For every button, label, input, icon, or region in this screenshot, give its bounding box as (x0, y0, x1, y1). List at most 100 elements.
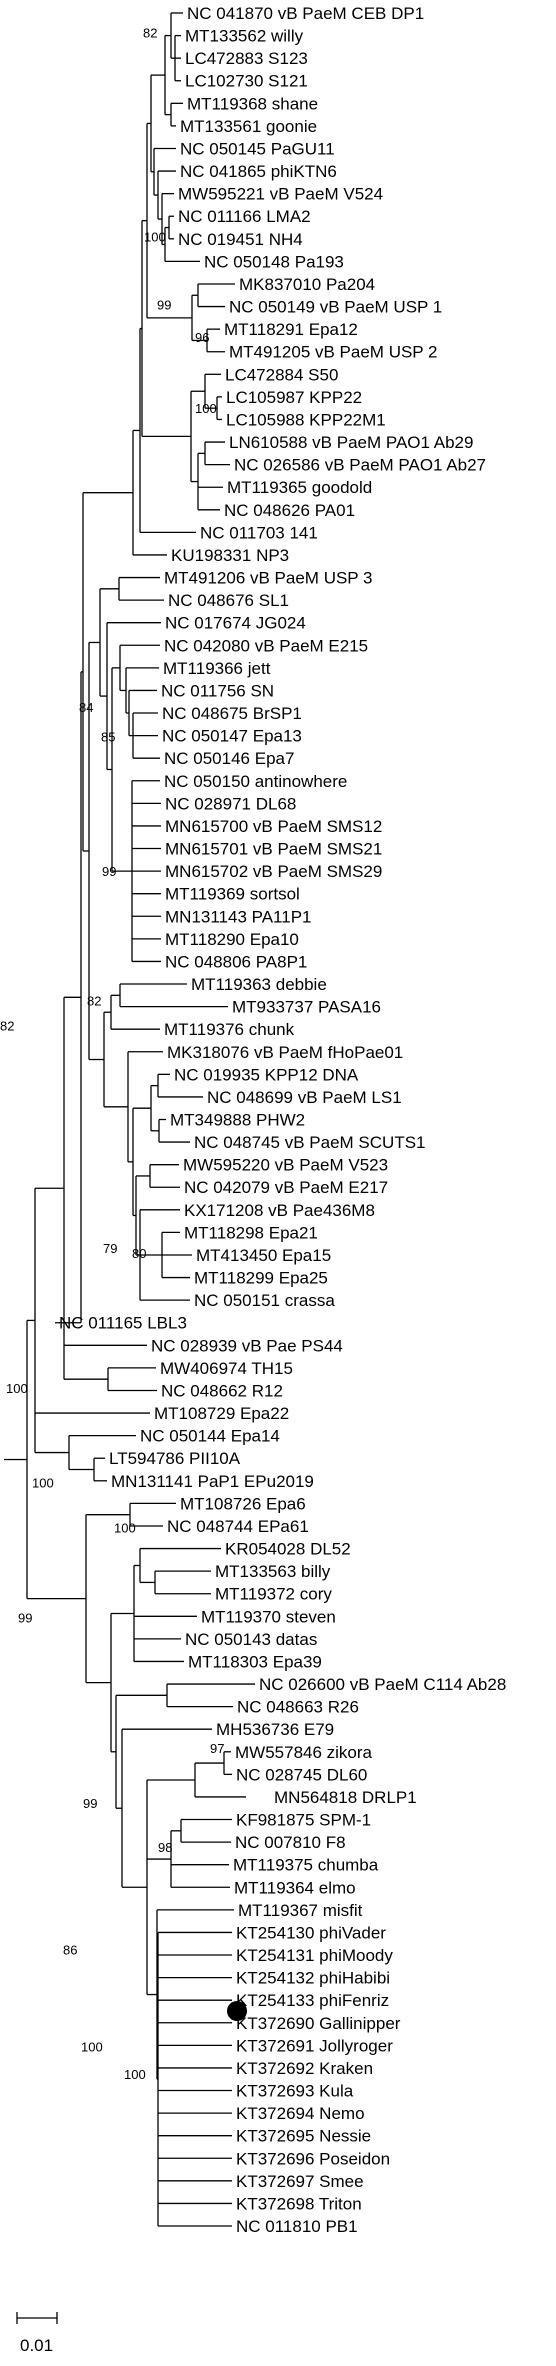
taxon-label: KT372696 Poseidon (236, 2149, 390, 2168)
taxon-label: MT491206 vB PaeM USP 3 (164, 569, 373, 588)
taxon-label: MT119375 chumba (233, 1856, 379, 1875)
taxon-label: KT372693 Kula (236, 2082, 354, 2101)
taxon-label: KT254131 phiMoody (236, 1946, 393, 1965)
taxon-label: MW406974 TH15 (160, 1359, 293, 1378)
bootstrap-value: 85 (101, 730, 115, 745)
bootstrap-value: 99 (157, 297, 171, 312)
taxon-label: MW557846 zikora (235, 1743, 373, 1762)
taxon-label: NC 042079 vB PaeM E217 (184, 1178, 388, 1197)
taxon-label: MW595220 vB PaeM V523 (183, 1156, 388, 1175)
taxon-label: MT118298 Epa21 (184, 1223, 318, 1242)
taxon-label: NC 048662 R12 (161, 1381, 283, 1400)
taxon-label: NC 041865 phiKTN6 (180, 162, 337, 181)
taxon-label: LC105988 KPP22M1 (226, 410, 386, 429)
taxon-label: NC 017674 JG024 (165, 614, 306, 633)
scale-bar-label: 0.01 (20, 2336, 53, 2355)
taxon-label: NC 042080 vB PaeM E215 (164, 636, 368, 655)
taxon-label: MN131143 PA11P1 (165, 907, 311, 926)
taxon-label: MT133562 willy (185, 27, 304, 46)
taxon-label: NC 011810 PB1 (236, 2217, 358, 2236)
taxon-label: MT119366 jett (163, 659, 271, 678)
taxon-label: MT119370 steven (201, 1607, 336, 1626)
taxon-label: MT118290 Epa10 (165, 930, 299, 949)
taxon-label: MW595221 vB PaeM V524 (178, 185, 383, 204)
bootstrap-value: 82 (87, 993, 101, 1008)
taxon-label: NC 011165 LBL3 (59, 1314, 187, 1333)
taxon-label: MT119369 sortsol (165, 885, 300, 904)
bootstrap-value: 99 (102, 864, 116, 879)
taxon-label: MT118291 Epa12 (224, 320, 358, 339)
taxon-label: MT119367 misfit (238, 1901, 363, 1920)
taxon-label: LN610588 vB PaeM PAO1 Ab29 (229, 433, 473, 452)
taxon-label: MT118303 Epa39 (188, 1652, 322, 1671)
taxon-label: NC 050146 Epa7 (164, 749, 294, 768)
taxon-label: MT119372 cory (215, 1585, 332, 1604)
highlight-marker-icon (227, 2001, 247, 2021)
taxon-label: KX171208 vB Pae436M8 (184, 1201, 375, 1220)
bootstrap-value: 100 (195, 401, 217, 416)
taxon-label: MT119368 shane (187, 94, 318, 113)
taxon-label: NC 048699 vB PaeM LS1 (207, 1088, 402, 1107)
taxon-label: NC 011756 SN (161, 681, 274, 700)
taxon-label: KT372690 Gallinipper (236, 2014, 401, 2033)
bootstrap-value: 98 (158, 1840, 172, 1855)
taxon-label: MK837010 Pa204 (239, 275, 375, 294)
taxon-label: KT372697 Smee (236, 2172, 364, 2191)
bootstrap-value: 80 (132, 1246, 146, 1261)
taxon-label: MN131141 PaP1 EPu2019 (111, 1472, 314, 1491)
bootstrap-labels: 8210096991008485998280798210010010099991… (0, 26, 224, 2083)
tree-branches (4, 12, 255, 2227)
bootstrap-value: 100 (114, 1521, 136, 1536)
bootstrap-value: 99 (83, 1796, 97, 1811)
taxon-label: NC 028971 DL68 (165, 794, 296, 813)
taxon-label: NC 019935 KPP12 DNA (174, 1065, 359, 1084)
taxon-label: NC 050150 antinowhere (164, 772, 347, 791)
taxon-label: NC 050149 vB PaeM USP 1 (229, 298, 442, 317)
taxon-label: MT119364 elmo (234, 1878, 356, 1897)
bootstrap-value: 84 (79, 700, 93, 715)
taxon-label: NC 050147 Epa13 (162, 727, 302, 746)
taxon-label: NC 048663 R26 (237, 1698, 359, 1717)
taxon-label: NC 050148 Pa193 (204, 252, 344, 271)
taxon-label: MN615702 vB PaeM SMS29 (165, 862, 382, 881)
bootstrap-value: 100 (6, 1381, 28, 1396)
taxon-label: LC472884 S50 (225, 365, 338, 384)
taxon-label: NC 011703 141 (200, 523, 318, 542)
taxon-label: MK318076 vB PaeM fHoPae01 (167, 1043, 403, 1062)
taxon-label: KT372695 Nessie (236, 2127, 371, 2146)
taxon-label: MT491205 vB PaeM USP 2 (229, 343, 438, 362)
taxon-label: KU198331 NP3 (171, 546, 289, 565)
bootstrap-value: 100 (144, 230, 166, 245)
taxon-label: MT119365 goodold (227, 478, 372, 497)
taxon-label: MT119376 chunk (164, 1020, 295, 1039)
taxon-label: MH536736 E79 (216, 1720, 334, 1739)
taxon-label: LT594786 PII10A (109, 1449, 241, 1468)
taxon-label: LC102730 S121 (185, 72, 308, 91)
bootstrap-value: 99 (18, 1611, 32, 1626)
taxon-label: MN615700 vB PaeM SMS12 (165, 817, 382, 836)
taxon-label: MT413450 Epa15 (196, 1246, 331, 1265)
taxon-label: MT118299 Epa25 (194, 1269, 328, 1288)
taxon-label: NC 048675 BrSP1 (162, 704, 302, 723)
taxon-label: MT349888 PHW2 (170, 1111, 305, 1130)
taxon-label: KT254130 phiVader (236, 1923, 386, 1942)
taxon-label: KT372698 Triton (236, 2194, 362, 2213)
taxon-label: KT372692 Kraken (236, 2059, 373, 2078)
taxon-label: NC 048745 vB PaeM SCUTS1 (194, 1133, 426, 1152)
bootstrap-value: 100 (32, 1476, 54, 1491)
taxon-label: NC 048744 EPa61 (167, 1517, 309, 1536)
taxon-label: KT372691 Jollyroger (236, 2036, 393, 2055)
taxon-label: NC 026586 vB PaeM PAO1 Ab27 (234, 456, 486, 475)
taxon-label: MT933737 PASA16 (232, 998, 381, 1017)
taxon-label: KR054028 DL52 (225, 1540, 351, 1559)
taxon-label: NC 050143 datas (185, 1630, 317, 1649)
taxon-label: MT133563 billy (215, 1562, 331, 1581)
taxon-label: MN615701 vB PaeM SMS21 (165, 840, 382, 859)
taxon-label: NC 048676 SL1 (168, 591, 289, 610)
taxon-label: NC 050151 crassa (194, 1291, 335, 1310)
taxon-label: NC 028745 DL60 (236, 1765, 367, 1784)
bootstrap-value: 100 (124, 2067, 146, 2082)
taxon-label: NC 041870 vB PaeM CEB DP1 (187, 4, 424, 23)
taxon-label: KT254133 phiFenriz (236, 1991, 389, 2010)
